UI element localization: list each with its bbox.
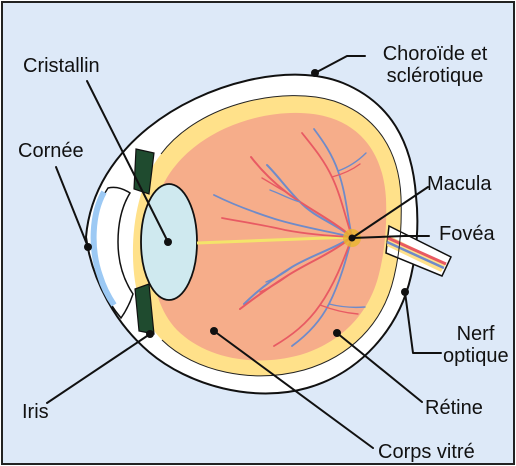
label-iris: Iris — [22, 401, 49, 423]
label-fovea: Fovéa — [439, 223, 495, 245]
label-retine: Rétine — [425, 397, 483, 419]
label-corps: Corps vitré — [378, 441, 475, 463]
label-cornee: Cornée — [18, 140, 84, 162]
label-macula: Macula — [427, 173, 491, 195]
label-choroide: Choroïde et sclérotique — [369, 43, 501, 87]
label-cristallin: Cristallin — [23, 55, 100, 77]
label-nerf: Nerf optique — [443, 323, 508, 367]
